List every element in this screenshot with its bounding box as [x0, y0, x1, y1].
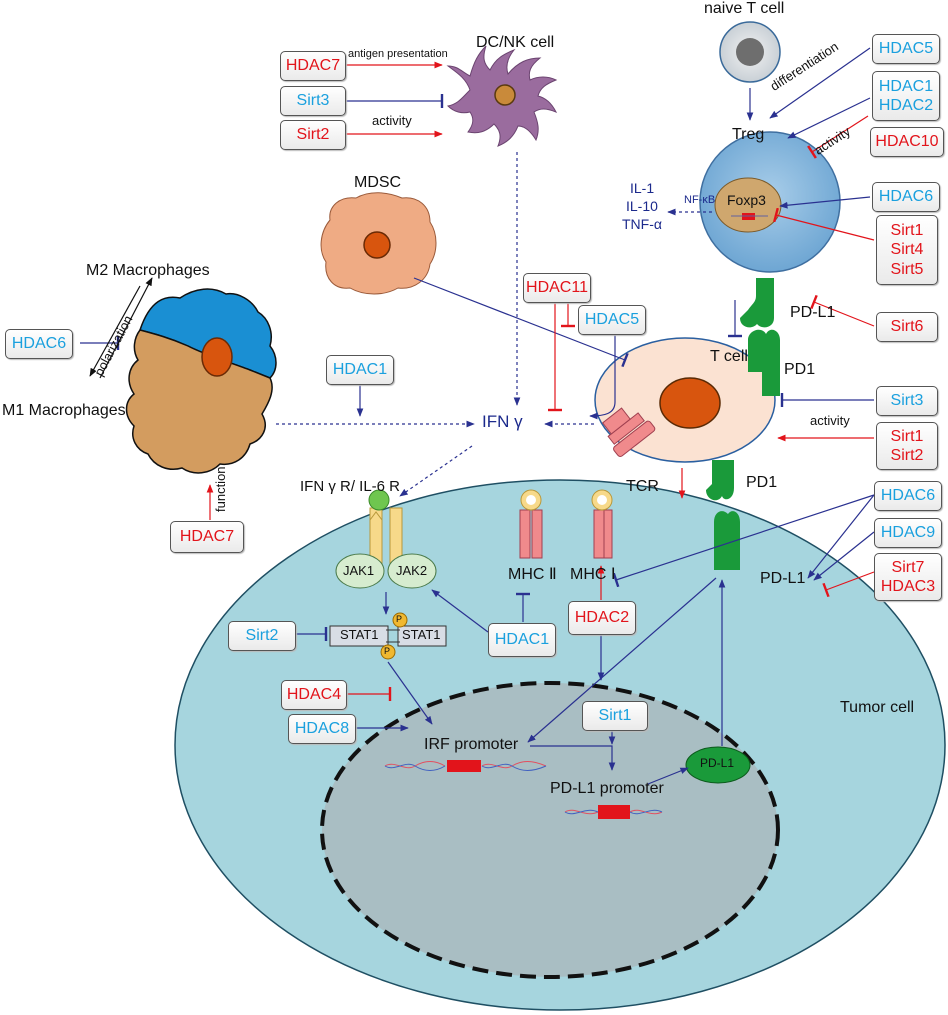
ifn-receptor [335, 489, 437, 589]
irf-promoter-label: IRF promoter [424, 736, 519, 753]
antigen-presentation-label: antigen presentation [348, 48, 448, 60]
sirt2-dc-box: Sirt2 [280, 120, 346, 150]
foxp3-label: Foxp3 [727, 192, 766, 208]
pdl1-treg-receptor [740, 278, 774, 328]
m1-macrophages-label: M1 Macrophages [2, 402, 126, 419]
hdac5-naive-box: HDAC5 [872, 34, 940, 64]
hdac1-ifn-box: HDAC1 [326, 355, 394, 385]
mhc2-receptor [519, 489, 543, 559]
tcr-label: TCR [626, 478, 659, 495]
hdac4-box: HDAC4 [281, 680, 347, 710]
stat1-a-shape [329, 625, 389, 647]
phospho-a-label: P [396, 614, 403, 624]
m1-macrophage-shape [125, 329, 273, 474]
pd1-bottom-label: PD1 [746, 474, 778, 491]
jak1-label: JAK1 [343, 563, 375, 578]
hdac2-mhc-box: HDAC2 [568, 601, 636, 635]
hdac1-mhc-box: HDAC1 [488, 623, 556, 657]
irf-dna [384, 760, 547, 772]
nfkb-label: NF-κB [684, 194, 716, 206]
pd1-top-label: PD1 [784, 361, 816, 378]
mdsc-label: MDSC [354, 174, 402, 191]
pd1-bottom-receptor [706, 460, 734, 501]
pdl1-dna [564, 805, 663, 819]
hdac6-treg-box: HDAC6 [872, 182, 940, 212]
sirt1-nucleus-box: Sirt1 [582, 701, 648, 731]
stat1-a-label: STAT1 [340, 627, 379, 642]
phospho-b-label: P [384, 646, 391, 656]
t-cell-label: T cell [710, 348, 748, 365]
hdac5-mid-box: HDAC5 [578, 305, 646, 335]
hdac8-box: HDAC8 [288, 714, 356, 744]
tcr-receptor [601, 407, 656, 458]
sirt3-t-box: Sirt3 [876, 386, 938, 416]
hdac6-m2-box: HDAC6 [5, 329, 73, 359]
ifn-gamma-label: IFN γ [482, 412, 523, 431]
il10-label: IL-10 [626, 198, 658, 214]
tumor-cell-label: Tumor cell [840, 699, 915, 716]
sirt3-dc-box: Sirt3 [280, 86, 346, 116]
pdl1-promoter-label: PD-L1 promoter [550, 780, 664, 797]
pd1-top-receptor [748, 329, 780, 396]
pdl1-treg-label: PD-L1 [790, 304, 836, 321]
hdac11-box: HDAC11 [523, 273, 591, 303]
hdac10-treg-box: HDAC10 [870, 127, 944, 157]
dc-nk-cell-label: DC/NK cell [476, 34, 555, 51]
stat1-b-shape [397, 625, 447, 647]
naive-t-cell-label: naive T cell [704, 0, 785, 17]
pdl1-oval [685, 746, 751, 784]
function-label: function [213, 466, 228, 512]
mhc1-receptor [591, 489, 613, 559]
stat1-b-label: STAT1 [402, 627, 441, 642]
ifn-receptor-label: IFN γ R/ IL-6 R [300, 478, 401, 495]
hdac6-pdl1-box: HDAC6 [874, 481, 942, 511]
m2-macrophages-label: M2 Macrophages [86, 262, 210, 279]
pdl1-tumor-receptor [714, 511, 740, 570]
jak2-label: JAK2 [396, 563, 428, 578]
pdl1-tumor-label: PD-L1 [760, 570, 806, 587]
sirt2-stat-box: Sirt2 [228, 621, 296, 651]
pdl1-oval-label: PD-L1 [700, 756, 735, 770]
hdac7-m1-box: HDAC7 [170, 521, 244, 553]
mhc2-label: MHC Ⅱ [508, 566, 557, 583]
treg-label: Treg [732, 126, 765, 143]
mhc1-label: MHC Ⅰ [570, 566, 616, 583]
hdac7-dc-box: HDAC7 [280, 51, 346, 81]
sirt6-box: Sirt6 [876, 312, 938, 342]
hdac9-box: HDAC9 [874, 518, 942, 548]
il1-label: IL-1 [630, 180, 655, 196]
tumor-nucleus [320, 681, 780, 979]
activity-t-label: activity [810, 413, 850, 428]
tnfa-label: TNF-α [622, 216, 662, 232]
activity-dc-label: activity [372, 113, 412, 128]
